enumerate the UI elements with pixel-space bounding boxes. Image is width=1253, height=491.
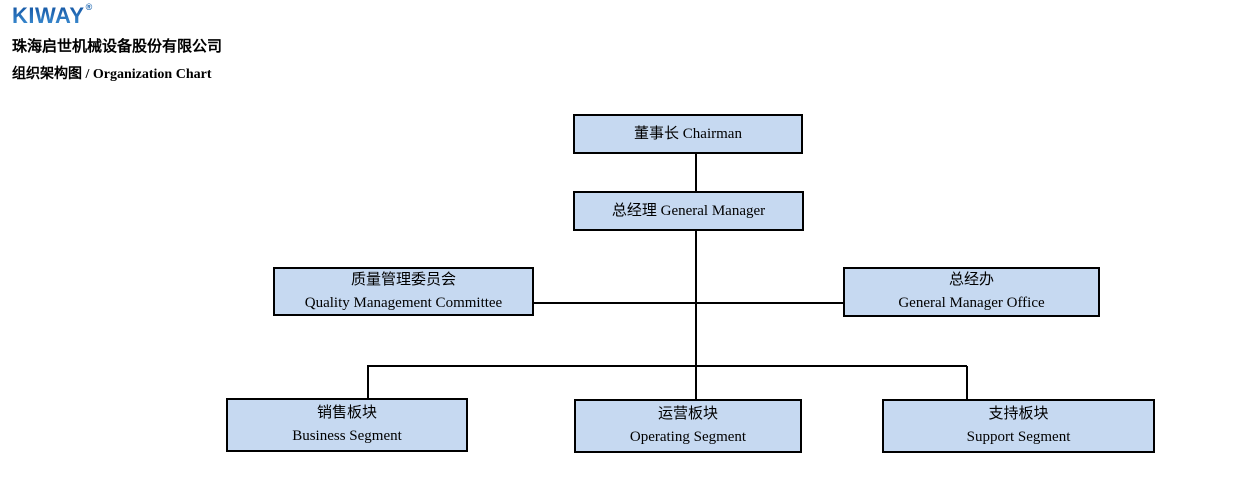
org-node-sublabel: Support Segment bbox=[966, 429, 1071, 445]
org-node-business-segment: 销售板块 Business Segment bbox=[226, 398, 468, 452]
org-node-label: 总经办 bbox=[948, 272, 994, 288]
org-node-support-segment: 支持板块 Support Segment bbox=[882, 399, 1155, 453]
org-node-quality-management-committee: 质量管理委员会 Quality Management Committee bbox=[273, 267, 534, 316]
connector-chairman-to-gm bbox=[695, 154, 697, 192]
connector-drop-support bbox=[966, 366, 968, 400]
org-node-label: 总经理 General Manager bbox=[611, 202, 766, 219]
org-node-general-manager: 总经理 General Manager bbox=[573, 191, 804, 231]
org-node-sublabel: Quality Management Committee bbox=[304, 294, 503, 311]
org-node-label: 运营板块 bbox=[657, 406, 718, 422]
org-node-sublabel: Operating Segment bbox=[629, 429, 747, 445]
connector-segment-branch bbox=[367, 365, 967, 367]
company-name: 珠海启世机械设备股份有限公司 bbox=[12, 39, 223, 55]
org-node-sublabel: General Manager Office bbox=[898, 295, 1045, 311]
connector-drop-business bbox=[367, 366, 369, 399]
kiway-logo: KIWAY® bbox=[12, 2, 93, 29]
page-title: 组织架构图 / Organization Chart bbox=[12, 67, 212, 82]
org-node-label: 董事长 Chairman bbox=[634, 125, 742, 142]
org-node-general-manager-office: 总经办 General Manager Office bbox=[843, 267, 1100, 317]
kiway-logo-text: KIWAY bbox=[12, 3, 85, 28]
org-node-sublabel: Business Segment bbox=[292, 428, 402, 444]
org-node-label: 质量管理委员会 bbox=[350, 271, 456, 288]
org-node-operating-segment: 运营板块 Operating Segment bbox=[574, 399, 802, 453]
registered-trademark-icon: ® bbox=[85, 2, 93, 12]
connector-gm-trunk bbox=[695, 231, 697, 399]
org-node-chairman: 董事长 Chairman bbox=[573, 114, 803, 154]
connector-qmc-to-gm-office bbox=[534, 302, 843, 304]
org-node-label: 支持板块 bbox=[988, 406, 1049, 422]
org-node-label: 销售板块 bbox=[316, 405, 377, 421]
